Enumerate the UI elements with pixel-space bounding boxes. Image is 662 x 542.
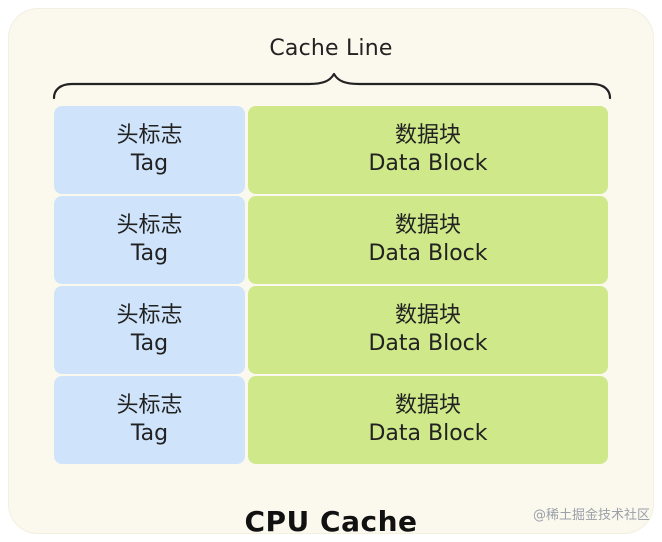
tag-cell: 头标志 Tag [54, 286, 245, 374]
tag-cell: 头标志 Tag [54, 376, 245, 464]
cache-row-4: 头标志 Tag 数据块 Data Block [54, 376, 608, 464]
data-block-en-label: Data Block [368, 241, 488, 266]
cache-line-label: Cache Line [269, 36, 393, 61]
data-block-en-label: Data Block [368, 151, 488, 176]
data-block-cell: 数据块 Data Block [248, 376, 608, 464]
tag-cell: 头标志 Tag [54, 196, 245, 284]
data-block-en-label: Data Block [368, 421, 488, 446]
watermark: @稀土掘金技术社区 [532, 508, 650, 523]
cache-row-3: 头标志 Tag 数据块 Data Block [54, 286, 608, 374]
tag-en-label: Tag [130, 151, 169, 176]
data-block-cell: 数据块 Data Block [248, 106, 608, 194]
tag-en-label: Tag [130, 421, 169, 446]
cache-line-brace [52, 72, 612, 100]
tag-en-label: Tag [130, 241, 169, 266]
tag-en-label: Tag [130, 331, 169, 356]
tag-cn-label: 头标志 [116, 213, 183, 238]
tag-cn-label: 头标志 [116, 393, 183, 418]
data-block-cn-label: 数据块 [394, 303, 461, 328]
tag-cell: 头标志 Tag [54, 106, 245, 194]
data-block-cn-label: 数据块 [394, 213, 461, 238]
data-block-cell: 数据块 Data Block [248, 286, 608, 374]
data-block-cn-label: 数据块 [394, 393, 461, 418]
data-block-cell: 数据块 Data Block [248, 196, 608, 284]
tag-cn-label: 头标志 [116, 123, 183, 148]
cache-row-2: 头标志 Tag 数据块 Data Block [54, 196, 608, 284]
cpu-cache-title: CPU Cache [244, 505, 418, 538]
tag-cn-label: 头标志 [116, 303, 183, 328]
data-block-cn-label: 数据块 [394, 123, 461, 148]
data-block-en-label: Data Block [368, 331, 488, 356]
cache-row-1: 头标志 Tag 数据块 Data Block [54, 106, 608, 194]
